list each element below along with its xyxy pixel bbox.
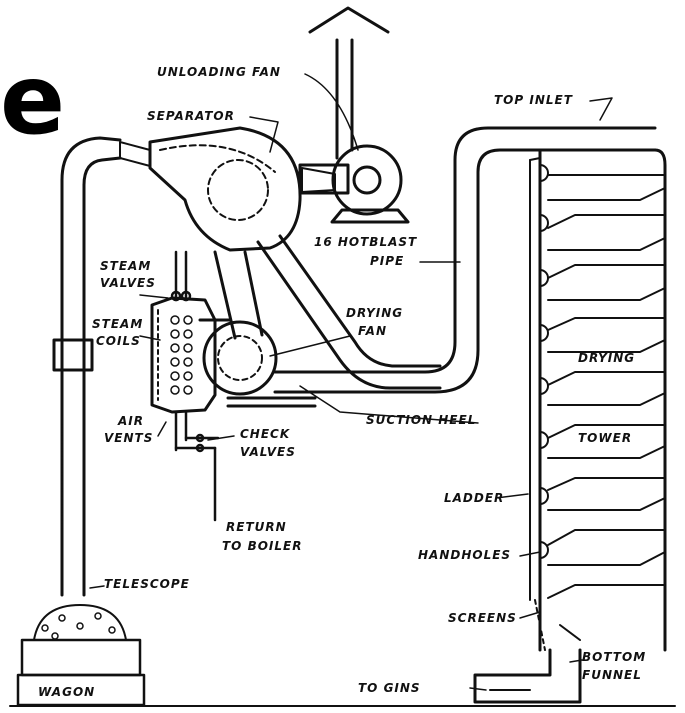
label-drying-fan-line2: FAN [358, 324, 387, 338]
corner-letter: e [0, 44, 66, 156]
label-return-line2: TO BOILER [222, 539, 303, 553]
label-to-gins: TO GINS [358, 681, 421, 695]
leader-lines [89, 73, 613, 691]
label-suction-heel: SUCTION HEEL [366, 413, 477, 427]
wagon [16, 604, 146, 707]
label-drying-fan-line1: DRYING [346, 306, 404, 320]
label-handholes: HANDHOLES [418, 548, 512, 562]
label-steam-valves-line1: STEAM [100, 259, 152, 273]
label-bottom-funnel-line1: BOTTOM [582, 650, 647, 664]
label-hotblast-pipe-line2: PIPE [370, 254, 405, 268]
steam-piping [170, 250, 220, 522]
label-air-vents-line1: AIR [118, 414, 144, 428]
unloading-fan [298, 144, 410, 224]
label-tower: TOWER [578, 431, 633, 445]
label-hotblast-pipe-line1: 16 HOTBLAST [314, 235, 418, 249]
label-screens: SCREENS [448, 611, 517, 625]
label-check-valves-line1: CHECK [240, 427, 291, 441]
label-ladder: LADDER [444, 491, 505, 505]
separator [119, 126, 336, 252]
label-drying: DRYING [578, 351, 636, 365]
label-return-line1: RETURN [226, 520, 287, 534]
label-separator: SEPARATOR [147, 109, 235, 123]
drying-tower [529, 148, 667, 652]
label-check-valves-line2: VALVES [240, 445, 296, 459]
exhaust-stack [308, 6, 390, 160]
label-steam-valves-line2: VALVES [100, 276, 156, 290]
label-bottom-funnel-line2: FUNNEL [582, 668, 642, 682]
label-air-vents-line2: VENTS [104, 431, 154, 445]
label-wagon: WAGON [38, 685, 96, 699]
label-unloading-fan: UNLOADING FAN [157, 65, 281, 79]
label-steam-coils-line2: COILS [96, 334, 141, 348]
label-top-inlet: TOP INLET [494, 93, 573, 107]
bottom-funnel [473, 648, 582, 704]
suction-pipe [256, 234, 442, 390]
label-steam-coils-line1: STEAM [92, 317, 144, 331]
hotblast-pipe [273, 126, 657, 394]
telescope-pipe [52, 136, 122, 597]
label-telescope: TELESCOPE [104, 577, 190, 591]
